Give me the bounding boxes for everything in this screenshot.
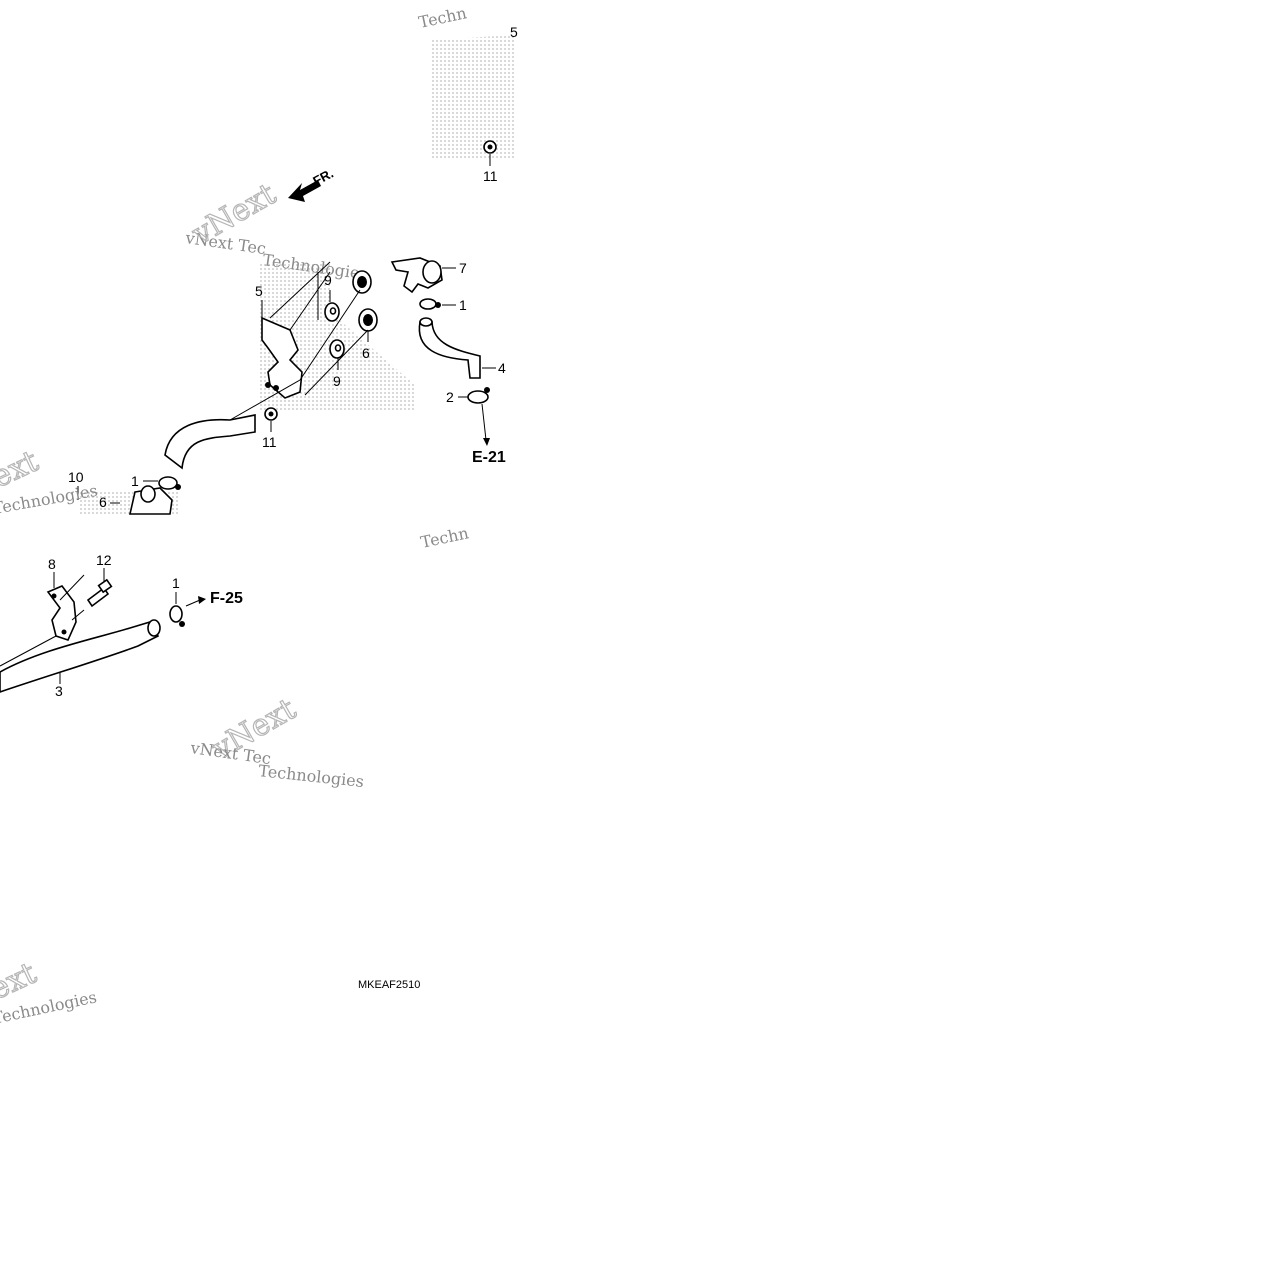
bracket-hole [265, 382, 271, 388]
callout-3: 3 [55, 683, 63, 699]
watermark-technologies-2: Technologies [258, 761, 365, 791]
clamp-1b-tab [175, 484, 181, 490]
callout-1c: 1 [172, 575, 180, 591]
clamp-2 [467, 390, 489, 404]
fitting-lower-port [140, 485, 156, 503]
clamp-1a [419, 298, 437, 310]
nut-11-top-inner [487, 144, 493, 150]
callout-11-mid: 11 [262, 434, 277, 450]
guide-lower-1 [59, 574, 85, 601]
callout-7: 7 [459, 260, 467, 276]
callout-11-top: 11 [483, 168, 498, 184]
watermark-ext-left: ext [0, 444, 44, 495]
guide-2 [304, 329, 369, 396]
hose-3 [0, 621, 160, 693]
callout-2: 2 [446, 389, 454, 405]
callout-4: 4 [498, 360, 506, 376]
callout-1b: 1 [131, 473, 139, 489]
hose-4 [418, 321, 481, 379]
washer-9a-hole [329, 307, 337, 315]
e21-arrow-head [483, 438, 490, 446]
clamp-1c-tab [179, 621, 185, 627]
hose-3-end [147, 619, 161, 637]
clamp-1b [158, 476, 178, 490]
diagram-code: MKEAF2510 [358, 979, 420, 991]
guide-lower-3 [0, 635, 57, 667]
bolt-12-head [97, 578, 113, 594]
front-arrow-icon [288, 180, 321, 202]
callout-12: 12 [96, 552, 112, 568]
guide-lower-2 [71, 609, 85, 621]
guide-1 [299, 289, 361, 381]
hose-upper [164, 414, 256, 470]
bracket-8-hole [51, 593, 57, 599]
callout-5-top: 5 [510, 24, 518, 40]
panel-middle: Technologies 5 9 9 6 7 [0, 250, 506, 552]
bracket-8-hole-2 [61, 629, 67, 635]
watermark-techn-mid: Techn [419, 523, 470, 552]
bracket-8 [46, 585, 77, 641]
panel-top: Techn 11 5 [417, 3, 518, 184]
grommet-6a-in [357, 276, 367, 288]
callout-8: 8 [48, 556, 56, 572]
watermark-techn-top: Techn [417, 3, 468, 32]
bracket-5 [261, 316, 303, 399]
f25-arrow-head [198, 596, 206, 604]
washer-9b-hole [334, 344, 342, 352]
callout-9b: 9 [333, 373, 341, 389]
front-arrow: FR. [288, 166, 336, 202]
bracket-hole-2 [273, 385, 279, 391]
ref-f25: F-25 [210, 590, 243, 607]
housing-7-port [422, 260, 442, 284]
nut-11-mid-in [268, 411, 274, 417]
ref-e21: E-21 [472, 449, 506, 466]
clamp-2-tab [484, 387, 490, 393]
f25-arrow-line [185, 599, 201, 607]
grommet-6b-in [363, 314, 373, 326]
panel-lower: 8 12 3 1 F-25 vNext vNext Tec Technologi… [0, 552, 420, 1028]
hose-4-end [419, 317, 433, 327]
leader-5c [289, 271, 331, 331]
leader-5b [269, 261, 331, 319]
callout-6b: 6 [99, 494, 107, 510]
e21-arrow-line [481, 403, 487, 441]
callout-1a: 1 [459, 297, 467, 313]
guide-3 [229, 379, 301, 421]
honda-logo-halftone [432, 35, 515, 160]
clamp-1a-tab [435, 302, 441, 308]
callout-9a: 9 [324, 272, 332, 288]
callout-5: 5 [255, 283, 263, 299]
callout-10: 10 [68, 469, 84, 485]
callout-6a: 6 [362, 345, 370, 361]
clamp-1c [169, 605, 183, 623]
